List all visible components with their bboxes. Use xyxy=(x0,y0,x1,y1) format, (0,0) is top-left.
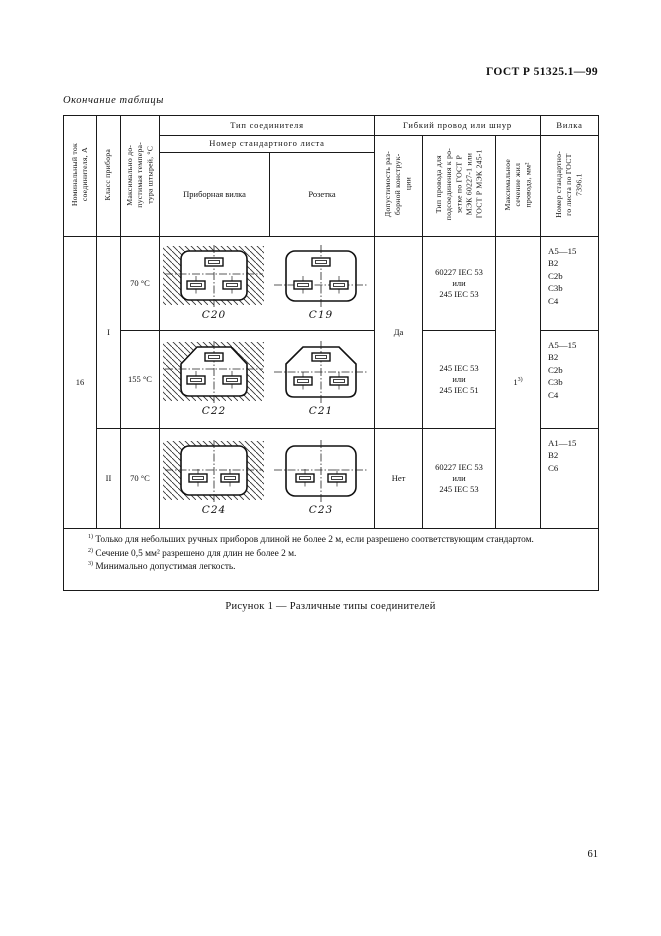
cell-cord-type-row3: 60227 IEC 53 или 245 IEC 53 xyxy=(422,428,497,529)
connectors-table: Номинальный ток соединителя, А Класс при… xyxy=(62,115,600,591)
header-plug-sheet-number: Номер стандартно- го листа по ГОСТ 7396.… xyxy=(540,135,600,237)
header-plug: Вилка xyxy=(540,115,600,136)
connector-c21-label: С21 xyxy=(308,404,334,417)
cell-drawings-row3: С24 С xyxy=(158,428,376,529)
cell-max-section: 13) xyxy=(495,236,542,529)
footnote-2: 2) Сечение 0,5 мм² разрешено для длин не… xyxy=(88,547,297,559)
drawings-row3: С24 С xyxy=(161,439,374,518)
connector-c22-drawing xyxy=(163,340,264,403)
cell-temp-row3: 70 °С xyxy=(120,428,160,529)
cell-plug-sheets-row2: A5—15 B2 C2b C3b C4 xyxy=(540,330,600,429)
footnote-2-marker: 2) xyxy=(88,547,93,554)
footnote-3-marker: 3) xyxy=(88,561,93,568)
figure-c23: С23 xyxy=(268,439,374,518)
cell-plug-sheets-row1: A5—15 B2 C2b C3b C4 xyxy=(540,236,600,331)
page-number: 61 xyxy=(587,849,599,860)
header-max-temperature: Максимально до- пустимая темпера- тура ш… xyxy=(120,115,160,237)
header-max-cross-section: Максимальное сечение жил провода, мм² xyxy=(495,135,542,237)
header-appliance-inlet: Приборная вилка xyxy=(159,152,270,237)
footnote-3: 3) Минимально допустимая легкость. xyxy=(88,561,236,573)
cell-drawings-row1: С20 xyxy=(158,236,376,331)
cell-plug-sheets-row3: A1—15 B2 C6 xyxy=(540,428,600,529)
cell-temp-row2: 155 °С xyxy=(120,330,160,429)
figure-c20: С20 xyxy=(161,244,268,323)
connector-c24-drawing xyxy=(163,439,264,502)
figure-caption: Рисунок 1 — Различные типы соединителей xyxy=(225,601,436,612)
header-socket: Розетка xyxy=(268,152,376,237)
figure-c22: С22 xyxy=(161,340,268,419)
header-rated-current: Номинальный ток соединителя, А xyxy=(63,115,97,237)
cell-drawings-row2: С22 xyxy=(158,330,376,429)
figure-c19: С19 xyxy=(268,244,374,323)
connector-c19-label: С19 xyxy=(308,308,334,321)
drawings-row2: С22 xyxy=(161,340,374,419)
table-footnotes: 1) Только для небольших ручных приборов … xyxy=(62,528,600,591)
connector-c21-drawing xyxy=(274,340,368,403)
cell-cord-type-row2: 245 IEC 53 или 245 IEC 51 xyxy=(422,330,497,429)
connector-c20-drawing xyxy=(163,244,264,307)
cell-cord-type-row1: 60227 IEC 53 или 245 IEC 53 xyxy=(422,236,497,331)
connector-c19-drawing xyxy=(274,244,368,307)
header-cord-type: Тип провода для подсоединения к ро- зетк… xyxy=(422,135,497,237)
cell-detachable-yes: Да xyxy=(374,236,424,429)
cell-temp-row1: 70 °С xyxy=(120,236,160,331)
header-appliance-class: Класс прибора xyxy=(96,115,121,237)
header-detachable-design: Допустимость раз- борной конструк- ции xyxy=(374,135,424,237)
cell-rated-current: 16 xyxy=(63,236,97,529)
header-flexible-cord: Гибкий провод или шнур xyxy=(374,115,542,136)
footnote-1-marker: 1) xyxy=(88,533,93,540)
connector-c23-drawing xyxy=(274,439,368,502)
connector-c22-label: С22 xyxy=(201,404,227,417)
header-connector-type: Тип соединителя xyxy=(158,115,376,136)
footnote-1: 1) Только для небольших ручных приборов … xyxy=(88,533,534,545)
figure-c24: С24 xyxy=(161,439,268,518)
drawings-row1: С20 xyxy=(161,244,374,323)
header-standard-sheet: Номер стандартного листа xyxy=(158,135,376,153)
cell-class-2: II xyxy=(96,428,121,529)
cell-class-1: I xyxy=(96,236,121,429)
table-continuation-label: Окончание таблицы xyxy=(63,95,164,106)
figure-c21: С21 xyxy=(268,340,374,419)
doc-number: ГОСТ Р 51325.1—99 xyxy=(485,66,598,78)
connector-c23-label: С23 xyxy=(308,503,334,516)
connector-c24-label: С24 xyxy=(201,503,227,516)
connector-c20-label: С20 xyxy=(201,308,227,321)
footnote-ref-3: 3) xyxy=(517,377,523,384)
cell-detachable-no: Нет xyxy=(374,428,424,529)
